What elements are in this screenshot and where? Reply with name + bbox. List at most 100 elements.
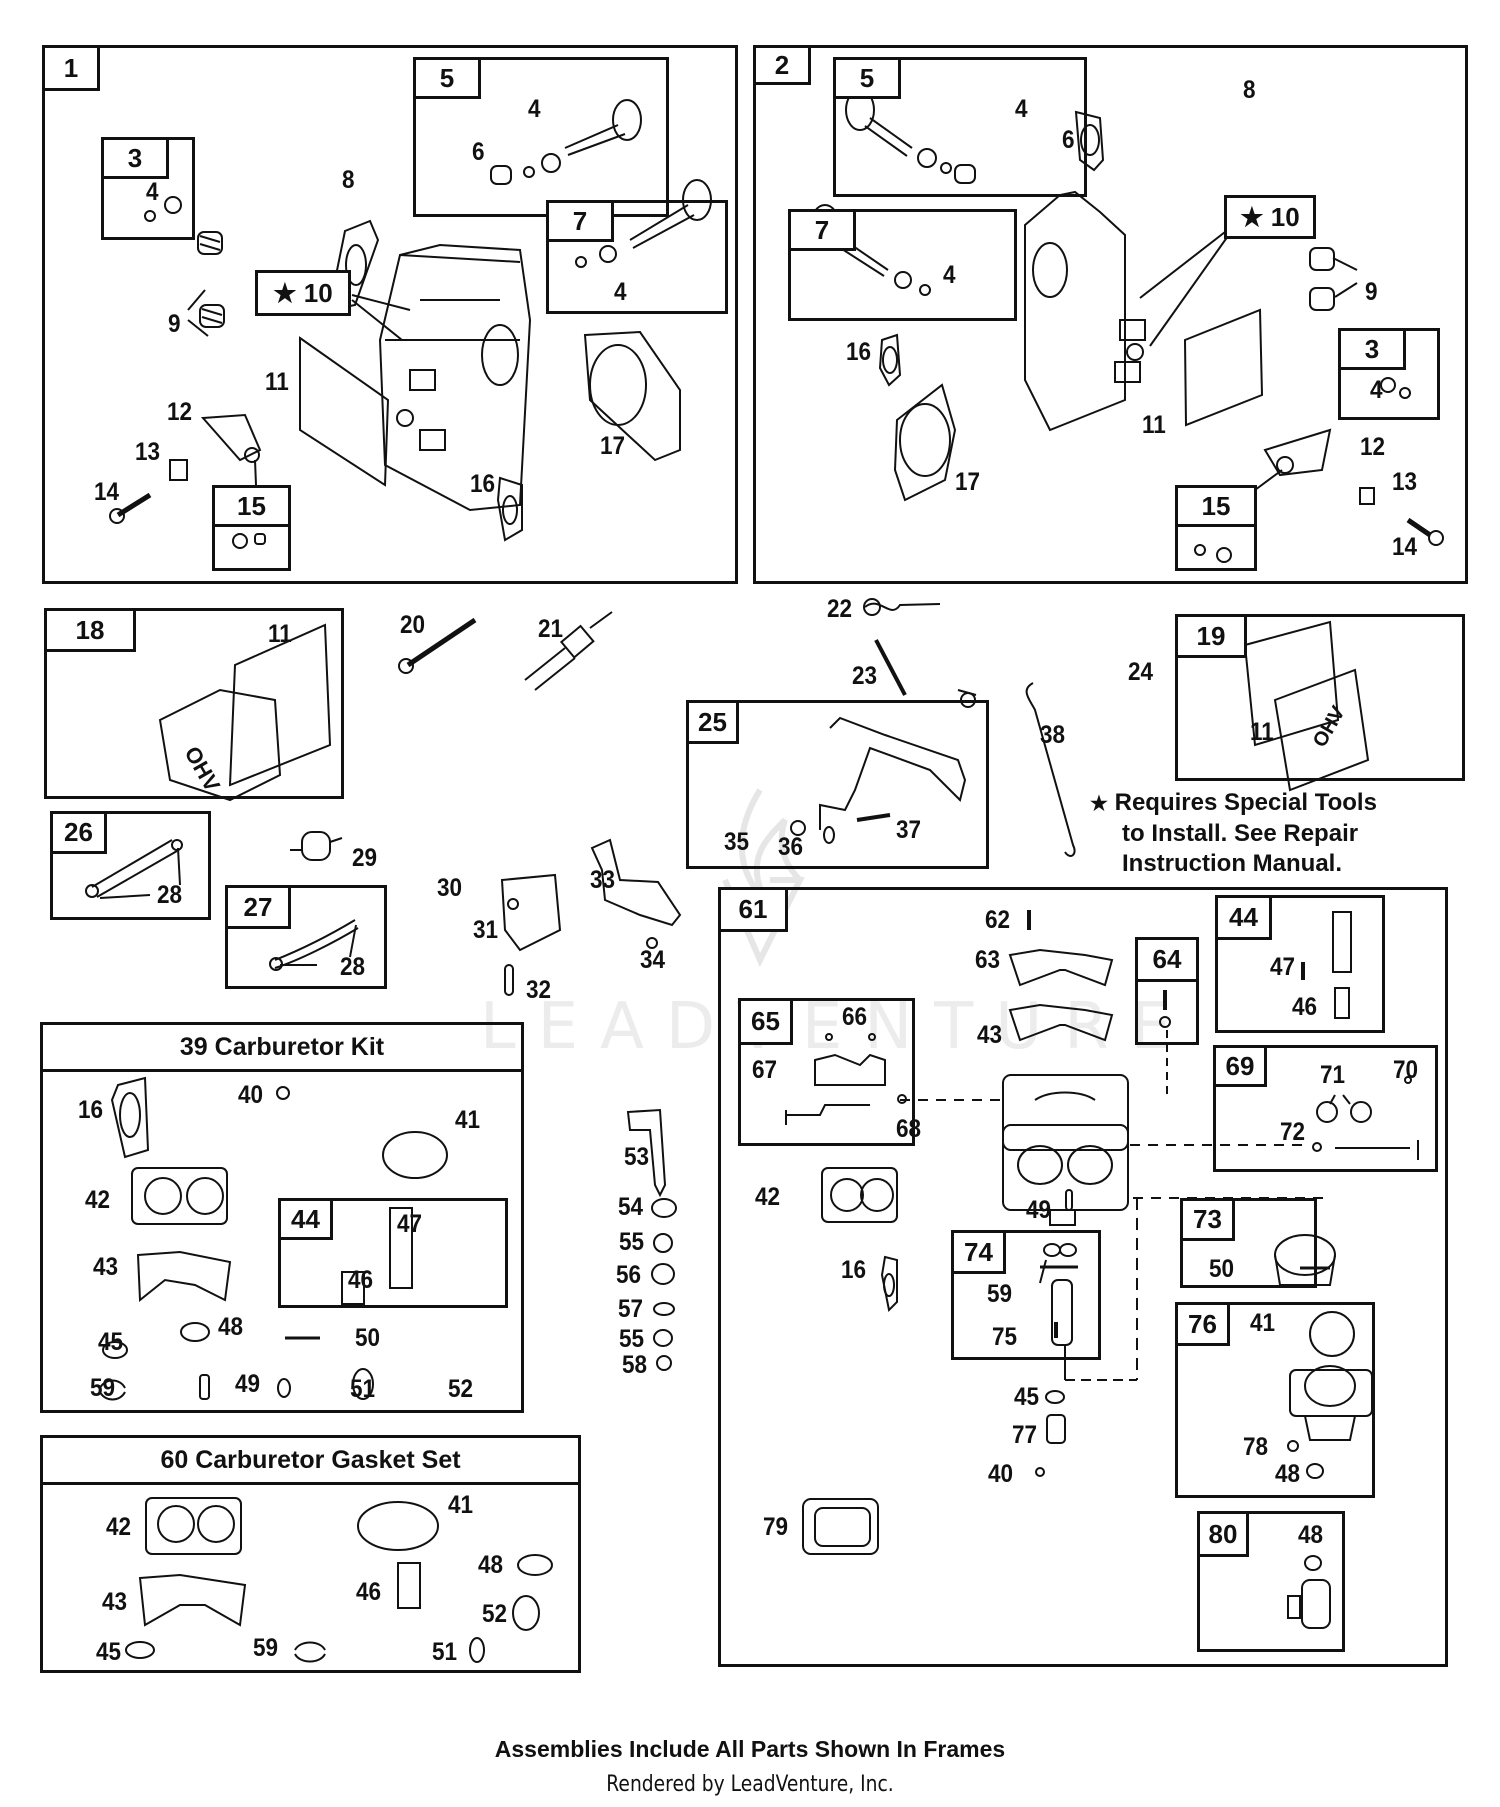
callout-45[interactable]: 45 xyxy=(1014,1383,1040,1411)
callout-16[interactable]: 16 xyxy=(78,1096,104,1124)
callout-29[interactable]: 29 xyxy=(352,844,378,872)
callout-8[interactable]: 8 xyxy=(1243,76,1256,104)
callout-78[interactable]: 78 xyxy=(1243,1433,1269,1461)
callout-20[interactable]: 20 xyxy=(400,611,426,639)
callout-14[interactable]: 14 xyxy=(1392,533,1418,561)
assembly-frame-27[interactable]: 27 xyxy=(225,885,387,989)
assembly-frame-74[interactable]: 74 xyxy=(951,1230,1101,1360)
callout-6[interactable]: 6 xyxy=(472,138,485,166)
callout-66[interactable]: 66 xyxy=(842,1003,868,1031)
callout-72[interactable]: 72 xyxy=(1280,1118,1306,1146)
assembly-frame-3[interactable]: 3 xyxy=(101,137,195,240)
callout-59[interactable]: 59 xyxy=(253,1634,279,1662)
assembly-frame-61[interactable]: 61 xyxy=(718,887,1448,1667)
callout-46[interactable]: 46 xyxy=(1292,993,1318,1021)
callout-16[interactable]: 16 xyxy=(841,1256,867,1284)
callout-11[interactable]: 11 xyxy=(265,368,289,396)
callout-47[interactable]: 47 xyxy=(1270,953,1296,981)
assembly-frame-65[interactable]: 65 xyxy=(738,998,915,1146)
callout-62[interactable]: 62 xyxy=(985,906,1011,934)
callout-52[interactable]: 52 xyxy=(448,1375,474,1403)
callout-58[interactable]: 58 xyxy=(622,1351,648,1379)
callout-51[interactable]: 51 xyxy=(432,1638,458,1666)
callout-43[interactable]: 43 xyxy=(102,1588,128,1616)
assembly-frame-10[interactable]: ★ 10 xyxy=(255,270,351,316)
callout-38[interactable]: 38 xyxy=(1040,721,1066,749)
callout-52[interactable]: 52 xyxy=(482,1600,508,1628)
assembly-frame-80[interactable]: 80 xyxy=(1197,1511,1345,1652)
callout-41[interactable]: 41 xyxy=(448,1491,474,1519)
callout-41[interactable]: 41 xyxy=(455,1106,481,1134)
callout-57[interactable]: 57 xyxy=(618,1295,644,1323)
callout-40[interactable]: 40 xyxy=(988,1460,1014,1488)
callout-4[interactable]: 4 xyxy=(614,278,627,306)
assembly-frame-60-carburetor-gasket-set[interactable]: 60 Carburetor Gasket Set xyxy=(40,1435,581,1673)
assembly-frame-7[interactable]: 7 xyxy=(788,209,1017,321)
callout-42[interactable]: 42 xyxy=(106,1513,132,1541)
assembly-frame-5[interactable]: 5 xyxy=(413,57,669,217)
callout-43[interactable]: 43 xyxy=(93,1253,119,1281)
callout-46[interactable]: 46 xyxy=(348,1266,374,1294)
callout-40[interactable]: 40 xyxy=(238,1081,264,1109)
callout-35[interactable]: 35 xyxy=(724,828,750,856)
callout-24[interactable]: 24 xyxy=(1128,658,1154,686)
callout-48[interactable]: 48 xyxy=(1298,1521,1324,1549)
callout-68[interactable]: 68 xyxy=(896,1115,922,1143)
callout-28[interactable]: 28 xyxy=(157,881,183,909)
assembly-frame-19[interactable]: 19 xyxy=(1175,614,1465,781)
assembly-frame-69[interactable]: 69 xyxy=(1213,1045,1438,1172)
assembly-frame-26[interactable]: 26 xyxy=(50,811,211,920)
callout-48[interactable]: 48 xyxy=(1275,1460,1301,1488)
callout-11[interactable]: 11 xyxy=(1142,411,1166,439)
callout-42[interactable]: 42 xyxy=(85,1186,111,1214)
callout-45[interactable]: 45 xyxy=(96,1638,122,1666)
callout-31[interactable]: 31 xyxy=(473,916,499,944)
callout-53[interactable]: 53 xyxy=(624,1143,650,1171)
callout-11[interactable]: 11 xyxy=(1250,718,1274,746)
callout-48[interactable]: 48 xyxy=(478,1551,504,1579)
callout-50[interactable]: 50 xyxy=(355,1324,381,1352)
callout-56[interactable]: 56 xyxy=(616,1261,642,1289)
assembly-frame-64[interactable]: 64 xyxy=(1135,937,1199,1045)
callout-4[interactable]: 4 xyxy=(1015,95,1028,123)
callout-32[interactable]: 32 xyxy=(526,976,552,1004)
assembly-frame-39-carburetor-kit[interactable]: 39 Carburetor Kit xyxy=(40,1022,524,1413)
callout-45[interactable]: 45 xyxy=(98,1328,124,1356)
assembly-frame-1[interactable]: 1 xyxy=(42,45,738,584)
callout-48[interactable]: 48 xyxy=(218,1313,244,1341)
callout-71[interactable]: 71 xyxy=(1320,1061,1346,1089)
callout-4[interactable]: 4 xyxy=(528,95,541,123)
assembly-frame-44[interactable]: 44 xyxy=(1215,895,1385,1033)
callout-46[interactable]: 46 xyxy=(356,1578,382,1606)
callout-22[interactable]: 22 xyxy=(827,595,853,623)
callout-23[interactable]: 23 xyxy=(852,662,878,690)
callout-51[interactable]: 51 xyxy=(350,1375,376,1403)
callout-28[interactable]: 28 xyxy=(340,953,366,981)
callout-13[interactable]: 13 xyxy=(135,438,161,466)
callout-17[interactable]: 17 xyxy=(600,432,626,460)
callout-12[interactable]: 12 xyxy=(1360,433,1386,461)
callout-79[interactable]: 79 xyxy=(763,1513,789,1541)
callout-43[interactable]: 43 xyxy=(977,1021,1003,1049)
callout-30[interactable]: 30 xyxy=(437,874,463,902)
assembly-frame-2[interactable]: 2 xyxy=(753,45,1468,584)
assembly-frame-10[interactable]: ★ 10 xyxy=(1224,195,1316,239)
assembly-frame-7[interactable]: 7 xyxy=(546,200,728,314)
callout-42[interactable]: 42 xyxy=(755,1183,781,1211)
callout-67[interactable]: 67 xyxy=(752,1056,778,1084)
assembly-frame-18[interactable]: 18 xyxy=(44,608,344,799)
callout-36[interactable]: 36 xyxy=(778,833,804,861)
callout-50[interactable]: 50 xyxy=(1209,1255,1235,1283)
callout-49[interactable]: 49 xyxy=(1026,1196,1052,1224)
assembly-frame-15[interactable]: 15 xyxy=(212,485,291,571)
callout-59[interactable]: 59 xyxy=(90,1374,116,1402)
callout-54[interactable]: 54 xyxy=(618,1193,644,1221)
callout-55[interactable]: 55 xyxy=(619,1228,645,1256)
callout-14[interactable]: 14 xyxy=(94,478,120,506)
callout-16[interactable]: 16 xyxy=(470,470,496,498)
callout-16[interactable]: 16 xyxy=(846,338,872,366)
assembly-frame-73[interactable]: 73 xyxy=(1180,1198,1317,1288)
callout-49[interactable]: 49 xyxy=(235,1370,261,1398)
callout-77[interactable]: 77 xyxy=(1012,1421,1038,1449)
callout-75[interactable]: 75 xyxy=(992,1323,1018,1351)
